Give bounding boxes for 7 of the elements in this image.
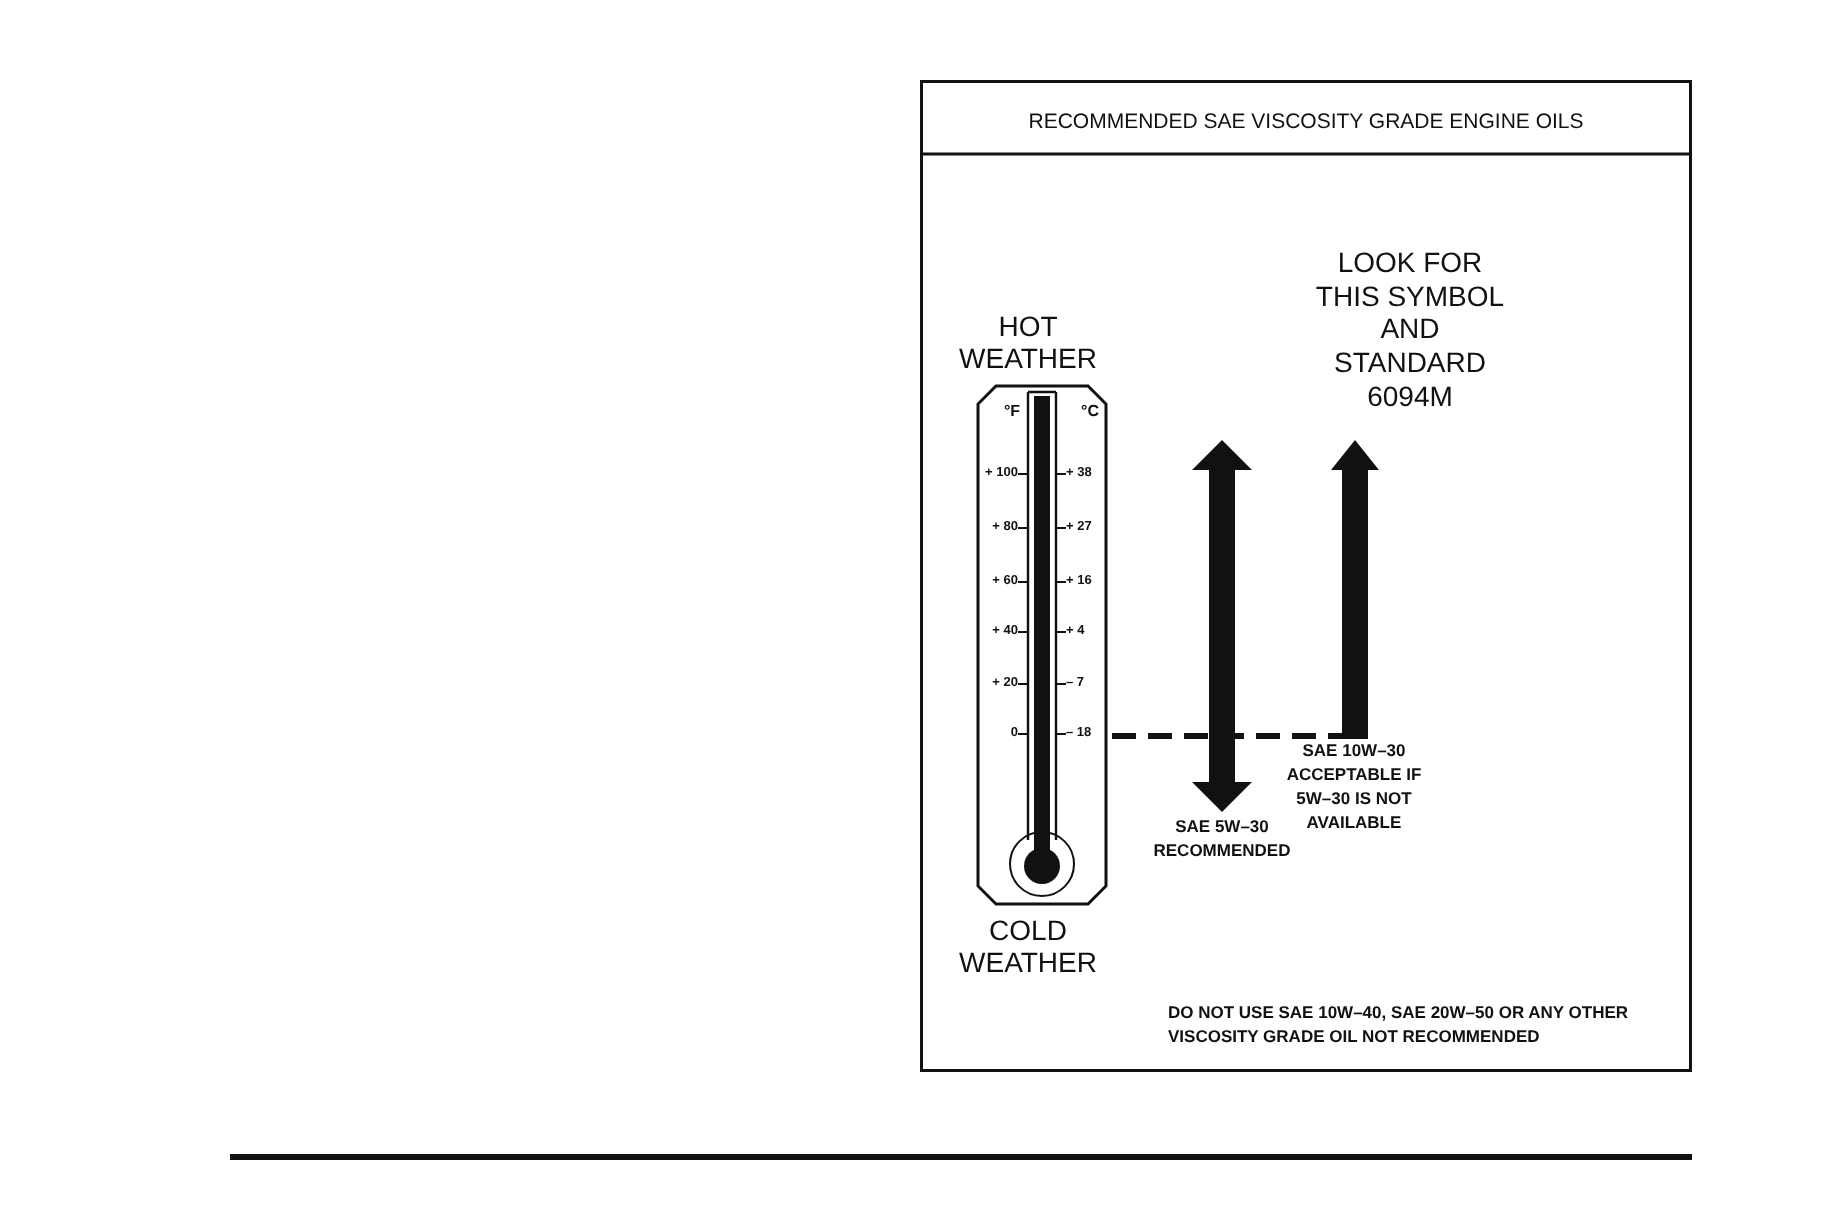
scale-end-label: COLD WEATHER: [957, 914, 1099, 978]
warning-note: DO NOT USE SAE 10W–40, SAE 20W–50 OR ANY OTHER VISCOSITY GRADE OIL NOT RECOMMENDED: [1168, 1000, 1631, 1048]
unit-label: °F: [1001, 402, 1023, 422]
title-text: RECOMMENDED SAE VISCOSITY GRADE ENGINE OILS: [1026, 110, 1586, 134]
scale-end-label: HOT WEATHER: [957, 312, 1099, 374]
unit-label: °C: [1079, 402, 1101, 422]
instruction-text: LOOK FOR THIS SYMBOL AND STANDARD 6094M: [1313, 246, 1507, 414]
